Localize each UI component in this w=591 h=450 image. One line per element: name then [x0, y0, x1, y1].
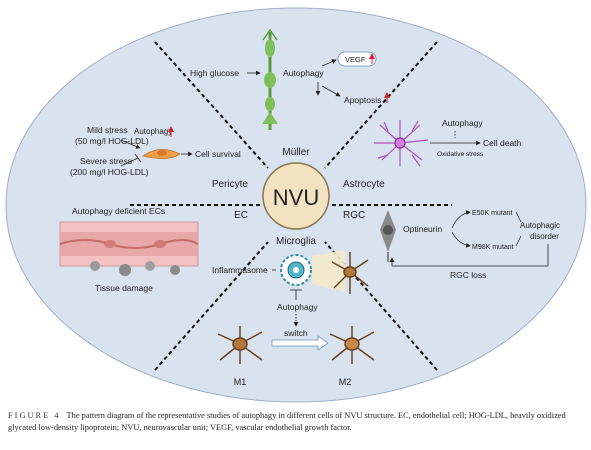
vessel-illustration [59, 221, 199, 276]
muller-high-glucose: High glucose [190, 68, 239, 78]
nvu-label: NVU [273, 185, 319, 210]
label-ec: EC [234, 210, 248, 221]
pericyte-autophagy: Autophagy [134, 127, 172, 136]
pericyte-mild-line1: Mild stress [87, 125, 128, 135]
microglia-cell-illustration [331, 252, 369, 294]
microglia-m2: M2 [339, 377, 352, 387]
astrocyte-autophagy: Autophagy [442, 118, 483, 128]
astrocyte-cell-death: Cell death [483, 138, 522, 148]
label-microglia: Microglia [276, 236, 316, 247]
vegf-box [337, 51, 377, 67]
rgc-disorder-line1: Autophagic [520, 221, 560, 230]
pericyte-cell-survival: Cell survival [195, 149, 241, 159]
rgc-illustration [380, 210, 396, 262]
microglia-panel: Inflammasome Autophagy switch [212, 250, 375, 387]
astrocyte-panel: Autophagy Cell death Oxidative stress [374, 118, 522, 167]
microglia-autophagy: Autophagy [277, 302, 318, 312]
m1-cell-illustration [217, 326, 263, 364]
rgc-panel: Optineurin E50K mutant M98K mutant Autop… [380, 210, 560, 280]
astrocyte-illustration [374, 120, 429, 167]
ec-tissue-damage: Tissue damage [95, 283, 153, 293]
microglia-inflammasome: Inflammasome [212, 265, 268, 275]
m2-cell-illustration [329, 326, 375, 364]
pericyte-severe-line1: Severe stress [80, 156, 132, 166]
figure-label: FIGURE 4 [8, 411, 61, 420]
sector-dividers [130, 41, 452, 371]
muller-autophagy: Autophagy [283, 68, 324, 78]
nvu-center-circle [262, 162, 330, 230]
label-rgc: RGC [343, 210, 365, 221]
diagram: NVU Müller Astrocyte RGC Microglia EC Pe… [5, 7, 587, 403]
rgc-e50k: E50K mutant [472, 210, 513, 217]
inflammasome-illustration [280, 254, 312, 286]
pericyte-severe-line2: (200 mg/l HOG-LDL) [70, 167, 149, 177]
pericyte-panel: Mild stress (50 mg/l HOG-LDL) Severe str… [70, 125, 241, 177]
switch-arrow [271, 335, 329, 351]
rgc-loss: RGC loss [450, 270, 486, 280]
muller-vegf: VEGF [345, 55, 366, 64]
microglia-switch: switch [284, 328, 308, 338]
rgc-optineurin: Optineurin [403, 224, 442, 234]
muller-apoptosis: Apoptosis [344, 95, 381, 105]
microglia-m1: M1 [234, 377, 247, 387]
muller-cell-illustration [262, 28, 278, 130]
label-astrocyte: Astrocyte [343, 179, 385, 190]
ec-panel: Autophagy deficient ECs Tissue damage [59, 206, 199, 293]
ec-title: Autophagy deficient ECs [72, 206, 165, 216]
muller-panel: High glucose Autophagy VEGF Apoptosis [190, 28, 390, 130]
pericyte-cell-illustration [142, 149, 181, 159]
microglia-light-cone [312, 250, 345, 292]
nvu-diagram-svg: NVU Müller Astrocyte RGC Microglia EC Pe… [5, 7, 587, 403]
rgc-m98k: M98K mutant [472, 244, 514, 251]
caption-text: The pattern diagram of the representativ… [8, 411, 566, 432]
label-muller: Müller [282, 147, 310, 158]
pericyte-mild-line2: (50 mg/l HOG-LDL) [75, 136, 149, 146]
astrocyte-oxidative-stress: Oxidative stress [437, 151, 484, 158]
label-pericyte: Pericyte [212, 179, 249, 190]
rgc-disorder-line2: disorder [530, 232, 559, 241]
